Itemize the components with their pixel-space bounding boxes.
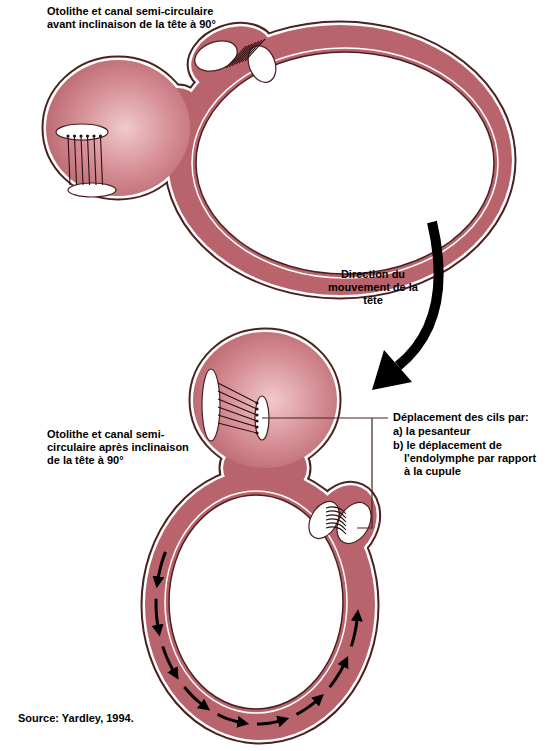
annotation-label: Otolithe et canal semi-circulaire après … (47, 428, 197, 467)
source-note: Source: Yardley, 1994. (18, 712, 218, 725)
annotation-label: Otolithe et canal semi-circulaire avant … (47, 5, 222, 31)
leader-line (262, 418, 388, 528)
labyrinth-after (145, 332, 388, 740)
annotation-label: Direction du mouvement de la tête (318, 268, 428, 307)
annotation-label: a) la pesanteur (393, 425, 543, 438)
annotation-label: Déplacement des cils par: (393, 411, 543, 424)
annotation-label: b) le déplacement de l'endolymphe par ra… (393, 439, 539, 478)
